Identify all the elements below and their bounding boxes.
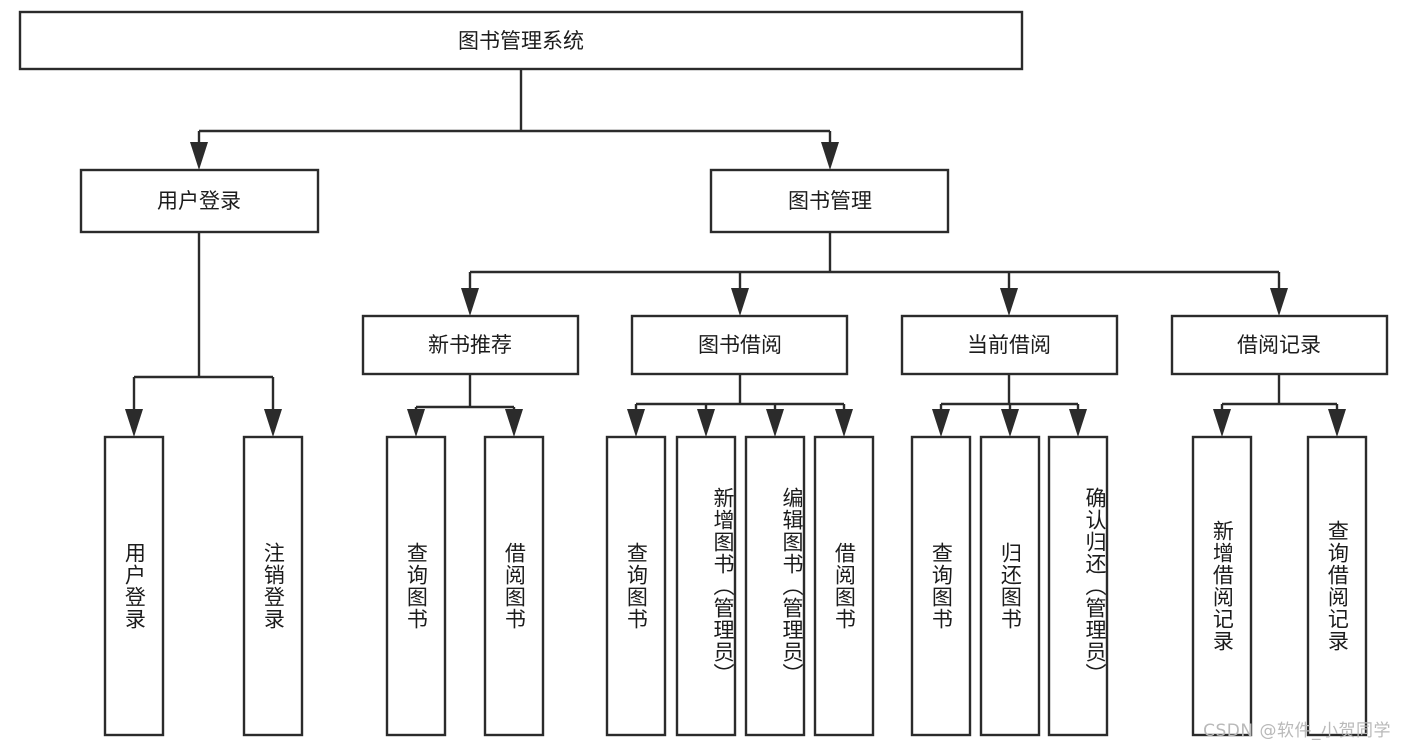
node-leaf-add-record-box[interactable] [1191, 435, 1253, 737]
node-root-label: 图书管理系统 [458, 29, 584, 53]
node-leaf-return-book-box[interactable] [979, 435, 1041, 737]
arrowhead-book-borrow [731, 288, 749, 316]
arrowhead-new-book-recommend [461, 288, 479, 316]
arrowhead-leaf-query-book-2 [627, 409, 645, 437]
node-new-book-recommend[interactable]: 新书推荐 [361, 314, 580, 376]
node-user-login-label: 用户登录 [157, 189, 241, 213]
arrowhead-leaf-borrow-book-2 [835, 409, 853, 437]
node-book-borrow-box[interactable] [630, 314, 849, 376]
node-user-login[interactable]: 用户登录 [79, 168, 320, 234]
csdn-watermark: CSDN @软件_小贺同学 [1203, 721, 1391, 741]
arrowhead-borrow-record [1270, 288, 1288, 316]
leaf-boxes [103, 435, 1368, 737]
arrowhead-leaf-user-login [125, 409, 143, 437]
node-leaf-query-book-1-box[interactable] [385, 435, 447, 737]
arrowhead-book-management [821, 142, 839, 170]
node-borrow-record-label: 借阅记录 [1237, 333, 1321, 357]
node-leaf-query-record-box[interactable] [1306, 435, 1368, 737]
node-leaf-add-book-box[interactable] [675, 435, 737, 737]
arrowhead-leaf-query-book-1 [407, 409, 425, 437]
node-borrow-record[interactable]: 借阅记录 [1170, 314, 1389, 376]
node-book-management-label: 图书管理 [788, 189, 872, 213]
node-leaf-logout-login-box[interactable] [242, 435, 304, 737]
arrowhead-leaf-add-record [1213, 409, 1231, 437]
arrowhead-leaf-borrow-book-1 [505, 409, 523, 437]
node-book-borrow-label: 图书借阅 [698, 333, 782, 357]
node-leaf-query-book-3-box[interactable] [910, 435, 972, 737]
node-leaf-borrow-book-2-box[interactable] [813, 435, 875, 737]
node-leaf-query-book-2-box[interactable] [605, 435, 667, 737]
node-book-borrow[interactable]: 图书借阅 [630, 314, 849, 376]
node-current-borrow[interactable]: 当前借阅 [900, 314, 1119, 376]
arrowhead-user-login [190, 142, 208, 170]
node-borrow-record-box[interactable] [1170, 314, 1389, 376]
node-leaf-borrow-book-1-box[interactable] [483, 435, 545, 737]
arrowhead-leaf-logout-login [264, 409, 282, 437]
node-user-login-box[interactable] [79, 168, 320, 234]
node-book-management[interactable]: 图书管理 [709, 168, 950, 234]
node-current-borrow-box[interactable] [900, 314, 1119, 376]
arrowhead-leaf-edit-book [766, 409, 784, 437]
arrowhead-leaf-confirm-return [1069, 409, 1087, 437]
arrowhead-leaf-query-book-3 [932, 409, 950, 437]
arrowhead-leaf-return-book [1001, 409, 1019, 437]
arrowhead-current-borrow [1000, 288, 1018, 316]
node-leaf-confirm-return-box[interactable] [1047, 435, 1109, 737]
node-book-management-box[interactable] [709, 168, 950, 234]
node-new-book-recommend-label: 新书推荐 [428, 333, 512, 357]
node-leaf-user-login-box[interactable] [103, 435, 165, 737]
arrow-heads [125, 142, 1346, 437]
node-leaf-edit-book-box[interactable] [744, 435, 806, 737]
node-new-book-recommend-box[interactable] [361, 314, 580, 376]
node-root-box[interactable] [18, 10, 1024, 71]
arrowhead-leaf-add-book [697, 409, 715, 437]
arrowhead-leaf-query-record [1328, 409, 1346, 437]
node-current-borrow-label: 当前借阅 [967, 333, 1051, 357]
node-root[interactable]: 图书管理系统 [18, 10, 1024, 71]
